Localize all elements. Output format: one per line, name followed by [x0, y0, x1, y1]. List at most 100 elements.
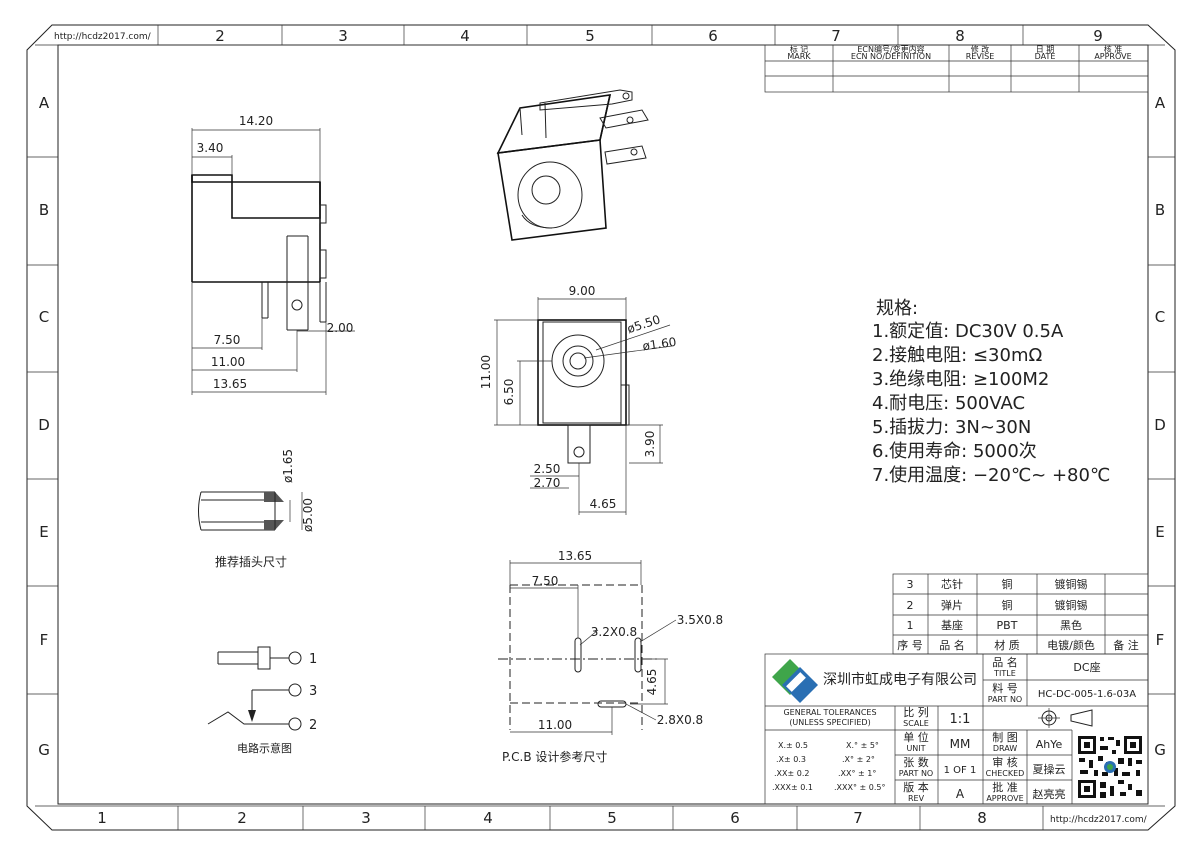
name-label-en: TITLE	[993, 669, 1016, 678]
scale-value: 1:1	[950, 712, 971, 727]
dim-label: 14.20	[239, 114, 273, 128]
spec-line: 6.使用寿命: 5000次	[872, 441, 1037, 462]
zone-row: G	[1154, 741, 1166, 759]
bom-header: 电镀/颜色	[1047, 638, 1095, 652]
plug-view: ø1.65 ø5.00 推荐插头尺寸	[198, 449, 315, 569]
pin-label: 3	[309, 684, 317, 699]
dim-label: 3.90	[643, 431, 657, 458]
rev-header-en: ECN NO/DEFINITION	[851, 52, 931, 61]
part-label-en: PART NO	[988, 695, 1022, 704]
check-label-cn: 审 核	[992, 755, 1018, 769]
part-label-cn: 料 号	[992, 681, 1018, 695]
circuit-caption: 电路示意图	[237, 741, 292, 755]
draw-label-en: DRAW	[993, 744, 1017, 753]
zone-col: 6	[708, 27, 718, 45]
zone-col: 6	[730, 809, 740, 827]
tolerance-angular: .X° ± 2°	[842, 755, 875, 764]
zone-row: B	[39, 201, 49, 219]
pin-label: 1	[309, 652, 317, 667]
zone-col: 2	[237, 809, 247, 827]
dim-label: 2.50	[534, 462, 561, 476]
rev-header-en: APPROVE	[1094, 52, 1131, 61]
zone-col: 1	[97, 809, 107, 827]
zone-col: 9	[1093, 27, 1103, 45]
zone-row: E	[1155, 523, 1164, 541]
bom-cell: 铜	[1002, 598, 1013, 612]
tolerance-angular: X.° ± 5°	[846, 741, 879, 750]
revision-table: 标 记 MARK ECN编号/变更内容 ECN NO/DEFINITION 修 …	[764, 44, 1149, 93]
zone-row: B	[1155, 201, 1165, 219]
bom-header: 材 质	[994, 638, 1020, 652]
bom-cell: 镀铜锡	[1055, 577, 1088, 591]
dim-label: 7.50	[214, 333, 241, 347]
spec-line: 4.耐电压: 500VAC	[872, 393, 1025, 414]
check-label-en: CHECKED	[986, 769, 1025, 778]
approve-value: 赵亮亮	[1033, 787, 1066, 801]
dim-label: 11.00	[479, 355, 493, 389]
zone-row: F	[40, 631, 49, 649]
name-value: DC座	[1073, 660, 1100, 674]
bom-header: 序 号	[897, 638, 923, 652]
zone-row: G	[38, 741, 50, 759]
dim-label: 3.40	[197, 141, 224, 155]
callout-label: 2.8X0.8	[657, 713, 703, 727]
unit-label-en: UNIT	[906, 744, 925, 753]
zone-col: 5	[607, 809, 617, 827]
bom-table: 3 芯针 铜 镀铜锡 2 弹片 铜 镀铜锡 1 基座 PBT 黑色 序 号 品 …	[892, 573, 1149, 655]
company-logo	[772, 659, 818, 703]
pcb-caption: P.C.B 设计参考尺寸	[502, 749, 607, 764]
company-name: 深圳市虹成电子有限公司	[823, 671, 977, 688]
spec-line: 7.使用温度: −20℃~ +80℃	[872, 465, 1110, 486]
zone-col: 7	[831, 27, 841, 45]
rev-header-cn: 日 期	[1036, 45, 1055, 54]
callout-label: 3.5X0.8	[677, 613, 723, 627]
callout-label: ø1.60	[642, 335, 678, 354]
zone-col: 5	[585, 27, 595, 45]
zone-col: 2	[215, 27, 225, 45]
rev-header-cn: 标 记	[790, 44, 809, 54]
bom-cell: 基座	[941, 618, 963, 632]
zone-row: D	[38, 416, 50, 434]
zone-col: 8	[977, 809, 987, 827]
dim-label: 13.65	[558, 549, 592, 563]
dim-label: 2.70	[534, 476, 561, 490]
dim-label: 6.50	[502, 379, 516, 406]
tolerance-linear: .XX± 0.2	[774, 769, 809, 778]
url-bottom: http://hcdz2017.com/	[1050, 815, 1148, 825]
tolerance-linear: X.± 0.5	[778, 741, 808, 750]
dim-label: 9.00	[569, 284, 596, 298]
scale-label-cn: 比 列	[903, 705, 929, 719]
dim-label: 11.00	[211, 355, 245, 369]
pin-label: 2	[309, 718, 317, 733]
zone-col: 4	[460, 27, 470, 45]
spec-line: 3.绝缘电阻: ≥100M2	[872, 369, 1049, 390]
approve-label-cn: 批 准	[992, 780, 1018, 794]
plug-caption: 推荐插头尺寸	[215, 555, 287, 569]
name-label-cn: 品 名	[992, 655, 1018, 669]
scale-label-en: SCALE	[903, 719, 929, 728]
part-value: HC-DC-005-1.6-03A	[1038, 689, 1136, 700]
tolerance-linear: .XXX± 0.1	[772, 783, 813, 792]
draw-value: AhYe	[1036, 738, 1063, 751]
spec-line: 5.插拔力: 3N~30N	[872, 417, 1031, 438]
zone-col: 4	[483, 809, 493, 827]
tolerance-angular: .XX° ± 1°	[838, 769, 876, 778]
sheet-label-en: PART NO	[899, 769, 933, 778]
rev-header-cn: 核 准	[1104, 44, 1123, 54]
bom-header: 品 名	[939, 638, 965, 652]
bom-cell: 黑色	[1060, 618, 1082, 632]
zone-col: 7	[853, 809, 863, 827]
zone-col: 8	[955, 27, 965, 45]
tolerance-title: GENERAL TOLERANCES	[783, 708, 876, 717]
rev-label-cn: 版 本	[903, 780, 929, 794]
url-top: http://hcdz2017.com/	[54, 32, 152, 42]
unit-label-cn: 单 位	[903, 730, 929, 744]
sheet-value: 1 OF 1	[944, 765, 977, 776]
rev-header-cn: ECN编号/变更内容	[857, 44, 924, 54]
isometric-view	[496, 89, 649, 241]
outer-frame	[26, 24, 1176, 831]
side-view: 14.20 3.40 2.00 7.50 11.00 13.65	[191, 114, 355, 395]
rev-value: A	[956, 787, 965, 801]
dim-label: ø5.00	[301, 498, 315, 532]
zone-row: F	[1156, 631, 1165, 649]
